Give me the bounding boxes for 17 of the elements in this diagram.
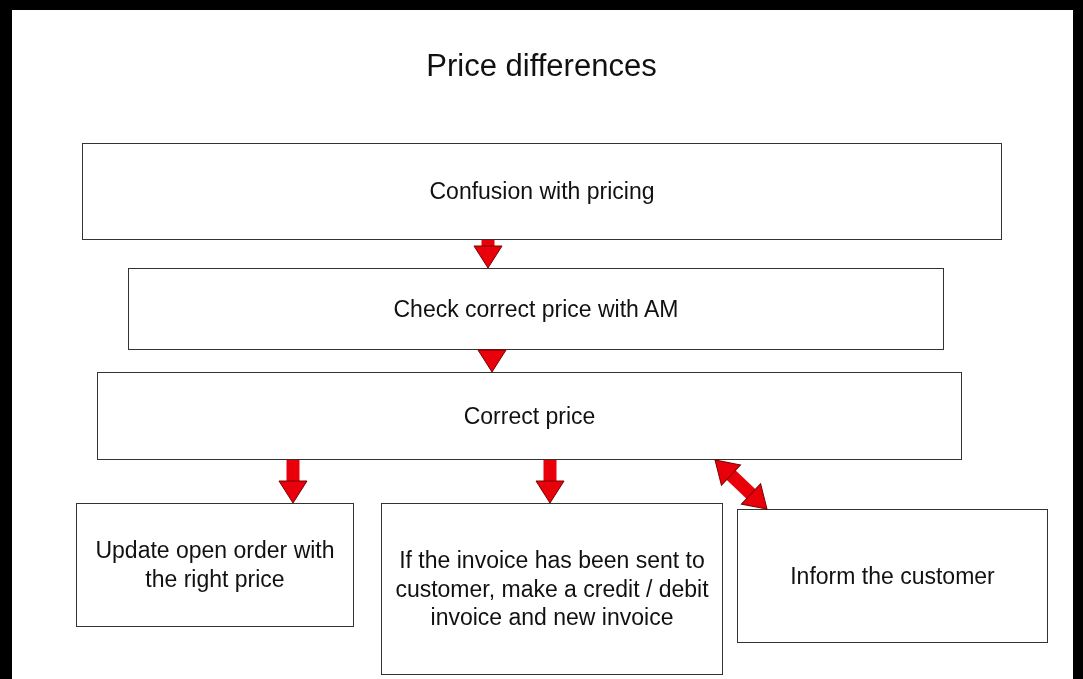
- process-box: [381, 503, 723, 675]
- process-box: [737, 509, 1048, 643]
- process-box: [97, 372, 962, 460]
- process-box: [128, 268, 944, 350]
- arrow: [278, 460, 308, 504]
- arrow: [473, 240, 503, 269]
- arrow: [535, 460, 565, 504]
- box-label: Correct price: [463, 401, 596, 431]
- box-label: Update open order with the right price: [94, 536, 336, 594]
- arrow: [477, 349, 507, 373]
- box-label: Confusion with pricing: [429, 177, 655, 206]
- box-label: Check correct price with AM: [393, 294, 679, 324]
- diagram-title: Price differences: [425, 48, 658, 84]
- process-box: [82, 143, 1002, 240]
- box-label: If the invoice has been sent to customer, make a credit / debit invoice and new invoice: [394, 545, 710, 633]
- box-label: Inform the customer: [790, 561, 995, 591]
- process-box: [76, 503, 354, 627]
